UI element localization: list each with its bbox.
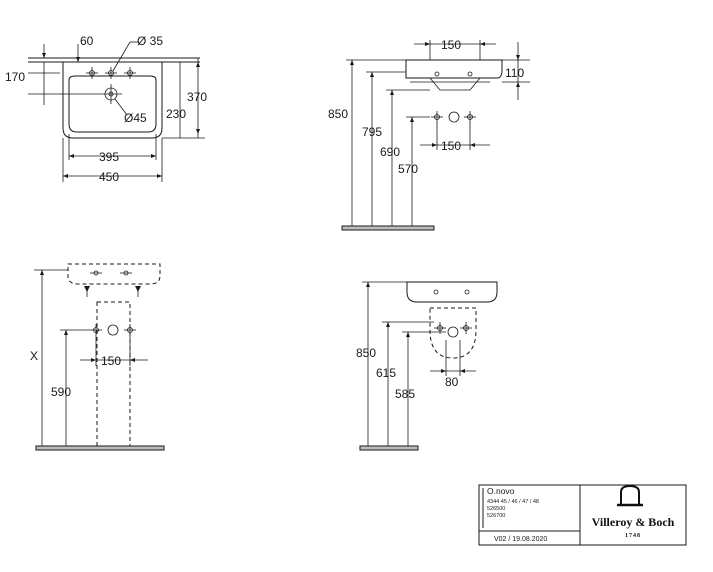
semi-pedestal-view: 850 615 585 80 [356,281,498,451]
dim-80: 80 [445,375,459,389]
dim-110: 110 [505,66,524,80]
dim-570: 570 [398,162,418,176]
dim-370: 370 [187,90,207,104]
top-view: 60 Ø 35 170 370 230 Ø45 395 450 [5,34,207,184]
product-name: O.novo [487,486,515,496]
dim-230: 230 [166,107,186,121]
product-code-3: 526700 [487,513,505,519]
version-date: V02 / 19.08.2020 [494,536,547,543]
dim-615: 615 [376,366,396,380]
dim-150-pedestal: 150 [101,354,121,368]
dim-450: 450 [99,170,119,184]
dim-x: X [30,349,38,363]
tap-holes [86,67,136,79]
dim-395: 395 [99,150,119,164]
brand-name: Villeroy & Boch [592,515,675,529]
wall-view: 150 110 850 795 690 570 [328,38,530,231]
dim-60: 60 [80,34,94,48]
dim-590: 590 [51,385,71,399]
brand-logo [617,484,643,507]
dim-170: 170 [5,70,25,84]
pedestal-view: X 590 150 [30,263,165,451]
dim-795: 795 [362,125,382,139]
dim-850-semi: 850 [356,346,376,360]
brand-year: 1748 [625,533,641,539]
product-code-1: 4344 45 / 46 / 47 / 48 [487,499,539,505]
dim-150-top: 150 [441,38,461,52]
supply-connections [431,111,476,123]
dim-diameter-35: Ø 35 [137,34,163,48]
dim-diameter-45: Ø45 [124,111,147,125]
dim-850: 850 [328,107,348,121]
dim-150-bottom: 150 [441,139,461,153]
dim-690: 690 [380,145,400,159]
title-block: O.novo 4344 45 / 46 / 47 / 48 526500 526… [478,484,687,546]
dim-585: 585 [395,387,415,401]
product-code-2: 526500 [487,506,505,512]
